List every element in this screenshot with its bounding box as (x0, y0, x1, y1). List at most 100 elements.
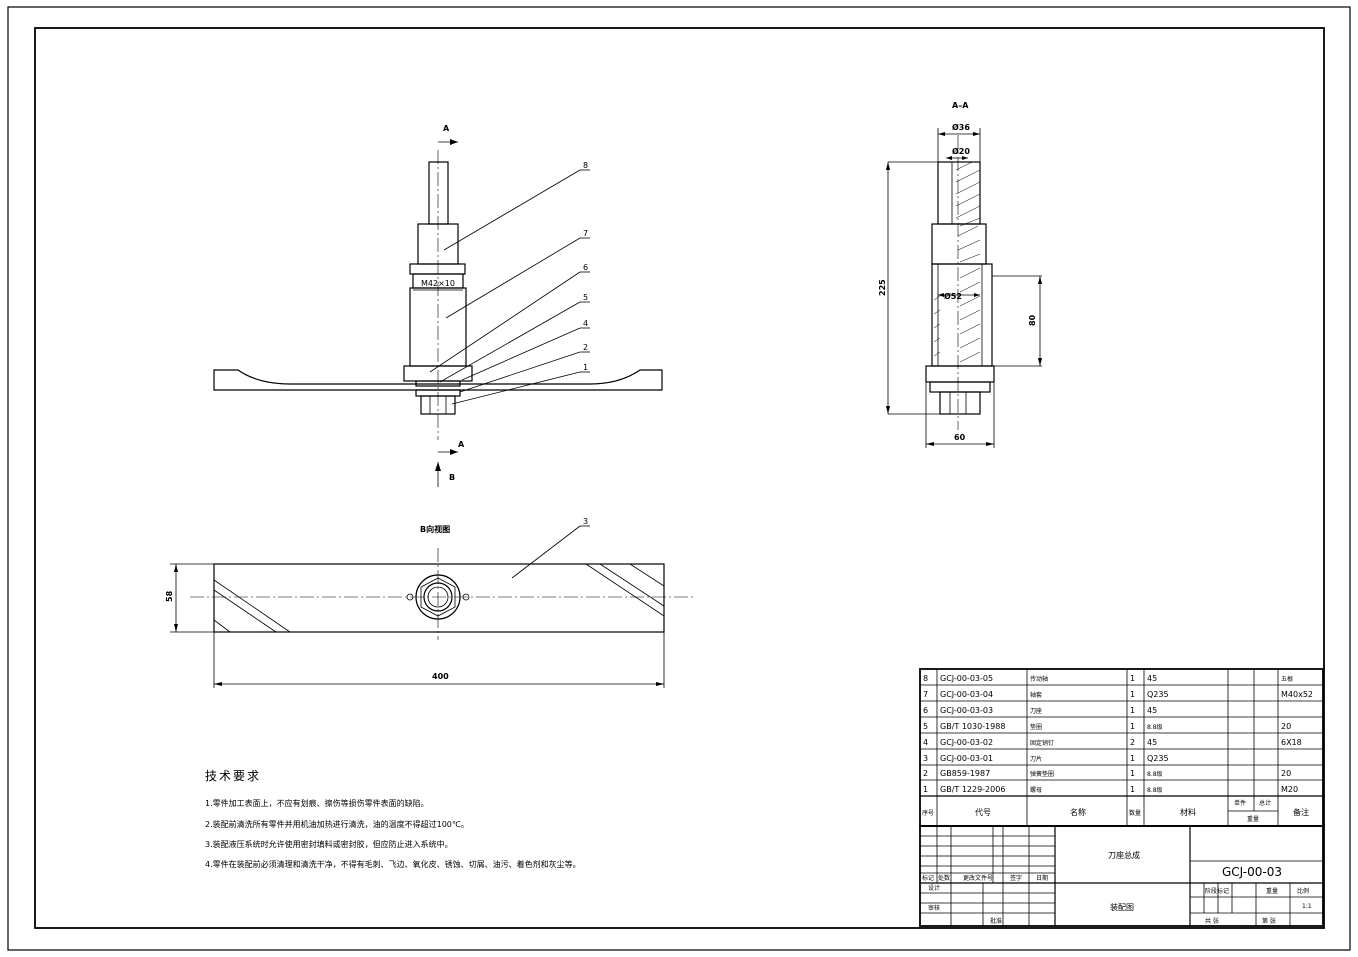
bom-header-code: 代号 (975, 807, 991, 817)
technical-requirements: 技术要求 1.零件加工表面上，不应有划痕、擦伤等损伤零件表面的缺陷。 2.装配前… (205, 769, 581, 869)
bom-row-5-no: 4 (923, 738, 928, 747)
dim-60: 60 (954, 433, 966, 442)
bom-row-1-qty: 1 (1130, 674, 1135, 683)
bom-header-single: 单件 (1234, 799, 1246, 807)
bom-row-8-mat: 8.8级 (1147, 786, 1163, 794)
bom-row-4-no: 5 (923, 722, 928, 731)
title-h-design: 设计 (928, 884, 940, 892)
bom-row-5-qty: 2 (1130, 738, 1135, 747)
view-arrow-label: B (449, 473, 455, 482)
bom-row-7-code: GB859-1987 (940, 769, 990, 778)
balloon-8: 8 (583, 161, 588, 170)
bom-row-3-qty: 1 (1130, 706, 1135, 715)
title-h-sheet-total: 共 张 (1205, 917, 1219, 925)
section-title: A–A (952, 101, 969, 110)
section-mark-bottom: A (458, 440, 465, 449)
bom-header-name: 名称 (1070, 807, 1086, 817)
drawing-type: 装配图 (1110, 902, 1134, 912)
tech-line-2: 2.装配前清洗所有零件并用机油加热进行清洗，油的温度不得超过100℃。 (205, 819, 469, 829)
bom-row-5-mat: 45 (1147, 738, 1157, 747)
tech-line-3: 3.装配液压系统时允许使用密封填料或密封胶，但应防止进入系统中。 (205, 839, 453, 849)
title-h-sign: 签字 (1010, 874, 1022, 882)
dim-d52: Ø52 (944, 291, 962, 301)
bom-row-7-qty: 1 (1130, 769, 1135, 778)
bom-row-4-mat: 8.8级 (1147, 723, 1163, 731)
bom-row-2-code: GCJ-00-03-04 (940, 690, 993, 699)
inner-border (34, 27, 1325, 929)
balloon-6: 6 (583, 263, 588, 272)
bom-row-2-qty: 1 (1130, 690, 1135, 699)
bom-row-1-no: 8 (923, 674, 928, 683)
balloon-1: 1 (583, 363, 588, 372)
bom-row-3-mat: 45 (1147, 706, 1157, 715)
dim-d20: Ø20 (952, 146, 970, 156)
bom-row-5-code: GCJ-00-03-02 (940, 738, 993, 747)
title-h-sheet-no: 第 张 (1262, 917, 1276, 925)
bom-header-total: 总计 (1259, 799, 1271, 807)
title-h-zone: 更改文件号 (963, 874, 993, 882)
bom-row-4-qty: 1 (1130, 722, 1135, 731)
tech-line-4: 4.零件在装配前必须清理和清洗干净，不得有毛刺、飞边、氧化皮、锈蚀、切屑、油污、… (205, 859, 581, 869)
b-view-title: B向视图 (420, 524, 450, 534)
title-h-approve: 批准 (990, 917, 1002, 925)
bom-header-no: 序号 (922, 809, 934, 817)
bom-row-6-code: GCJ-00-03-01 (940, 754, 993, 763)
bom-row-7-note: 20 (1281, 769, 1291, 778)
bom-row-5-note: 6X18 (1281, 738, 1302, 747)
title-block: 标记 处数 更改文件号 签字 日期 设计 审核 批准 刀座总成 装配图 GCJ-… (919, 825, 1324, 927)
balloon-3: 3 (583, 517, 588, 526)
title-h-mark: 标记 (922, 874, 934, 882)
bom-row-8-no: 1 (923, 785, 928, 794)
bom-row-8-name: 螺母 (1030, 786, 1042, 794)
bom-row-1-code: GCJ-00-03-05 (940, 674, 993, 683)
bom-row-2-mat: Q235 (1147, 690, 1169, 699)
bom-row-1-mat: 45 (1147, 674, 1157, 683)
bom-header-weight: 重量 (1247, 815, 1259, 823)
bom-row-3-code: GCJ-00-03-03 (940, 706, 993, 715)
bom-row-2-name: 轴套 (1030, 691, 1042, 699)
bom-row-8-code: GB/T 1229-2006 (940, 785, 1005, 794)
bom-header-qty: 数量 (1129, 809, 1141, 817)
tech-title: 技术要求 (205, 769, 261, 783)
bom-header-note: 备注 (1293, 807, 1309, 817)
tech-line-1: 1.零件加工表面上，不应有划痕、擦伤等损伤零件表面的缺陷。 (205, 798, 429, 808)
bom-row-8-qty: 1 (1130, 785, 1135, 794)
front-view: A A B M42×10 8 7 6 5 (213, 124, 663, 487)
bom-row-6-name: 刀片 (1030, 755, 1042, 763)
bom-row-3-name: 刀座 (1030, 707, 1042, 715)
bom-row-2-no: 7 (923, 690, 928, 699)
bom-row-7-name: 弹簧垫圈 (1030, 770, 1054, 778)
bom-row-7-no: 2 (923, 769, 928, 778)
title-h-ratio: 比例 (1297, 887, 1309, 895)
balloon-7: 7 (583, 229, 588, 238)
title-h-weight: 重量 (1266, 887, 1278, 895)
balloon-5: 5 (583, 293, 588, 302)
dim-58: 58 (165, 590, 174, 602)
title-h-date: 日期 (1036, 874, 1048, 882)
title-h-check: 审核 (928, 904, 940, 912)
title-h-count: 处数 (938, 874, 950, 882)
bom-row-6-mat: Q235 (1147, 754, 1169, 763)
section-view-aa: A–A Ø36 Ø20 (878, 101, 1042, 448)
bom-row-4-name: 垫圈 (1030, 723, 1042, 731)
dim-225: 225 (878, 279, 887, 296)
section-mark-top: A (443, 124, 450, 133)
bom-row-6-no: 3 (923, 754, 928, 763)
bom-row-6-qty: 1 (1130, 754, 1135, 763)
bom-row-1-note: 五根 (1281, 675, 1293, 683)
bom-row-1-name: 传动轴 (1030, 675, 1048, 683)
balloon-2: 2 (583, 343, 588, 352)
thread-dimension: M42×10 (421, 279, 455, 288)
bom-row-3-no: 6 (923, 706, 928, 715)
bom-row-7-mat: 8.8级 (1147, 770, 1163, 778)
outer-border (7, 6, 1351, 951)
bom-row-5-name: 固定销钉 (1030, 739, 1054, 747)
bom-row-8-note: M20 (1281, 785, 1298, 794)
drawing-ratio: 1:1 (1302, 903, 1312, 910)
dim-d36: Ø36 (952, 122, 970, 132)
b-direction-view: B向视图 3 58 400 (165, 517, 695, 688)
title-h-stage: 阶段标记 (1205, 887, 1229, 895)
bom-header-mat: 材料 (1180, 807, 1196, 817)
bom-row-2-note: M40x52 (1281, 690, 1313, 699)
